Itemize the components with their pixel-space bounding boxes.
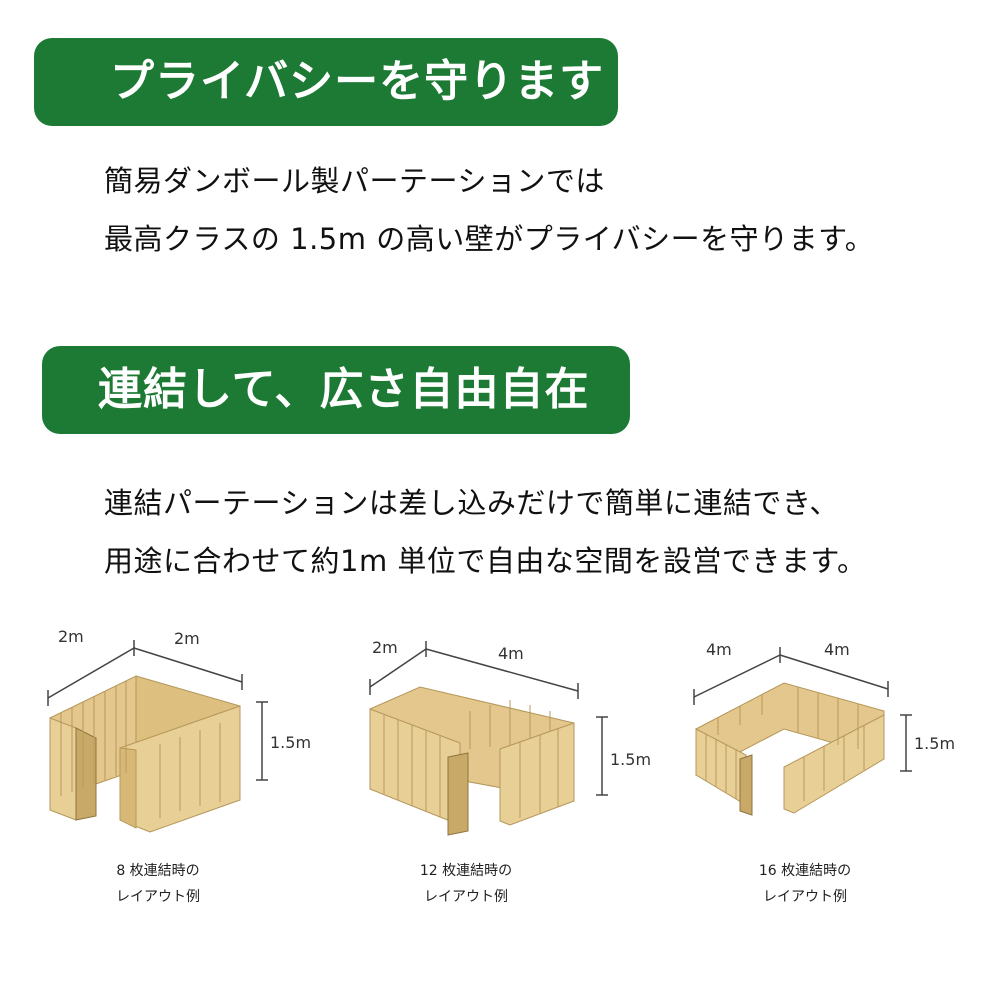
- layout-caption: 8 枚連結時の レイアウト例: [116, 863, 200, 905]
- layout-caption: 12 枚連結時の レイアウト例: [419, 863, 513, 905]
- dimension-label: 2m: [58, 627, 84, 646]
- section-heading-connect: 連結して、広さ自由自在: [42, 346, 630, 434]
- body-text-line: 用途に合わせて約1m 単位で自由な空間を設営できます。: [104, 544, 867, 578]
- heading-text: プライバシーを守ります: [110, 56, 605, 107]
- height-label: 1.5m: [914, 734, 955, 753]
- height-label: 1.5m: [610, 750, 651, 769]
- dimension-label: 4m: [824, 640, 850, 659]
- body-text-line: 最高クラスの 1.5m の高い壁がプライバシーを守ります。: [104, 222, 875, 256]
- dimension-label: 4m: [706, 640, 732, 659]
- section-heading-privacy: プライバシーを守ります: [34, 38, 618, 126]
- partition-layout-16-illustration: 4m 4m 1.5m: [693, 640, 955, 816]
- body-text-line: 簡易ダンボール製パーテーションでは: [104, 164, 605, 198]
- layout-caption: 16 枚連結時の レイアウト例: [758, 863, 852, 905]
- dimension-label: 2m: [372, 638, 398, 657]
- heading-text: 連結して、広さ自由自在: [98, 364, 590, 415]
- height-label: 1.5m: [270, 733, 311, 752]
- dimension-label: 2m: [174, 629, 200, 648]
- dimension-label: 4m: [498, 644, 524, 663]
- partition-layout-12-illustration: 2m 4m 1.5m: [369, 638, 651, 836]
- partition-layout-8-illustration: 2m 2m 1.5m: [47, 627, 311, 833]
- body-text-line: 連結パーテーションは差し込みだけで簡単に連結でき、: [104, 486, 839, 520]
